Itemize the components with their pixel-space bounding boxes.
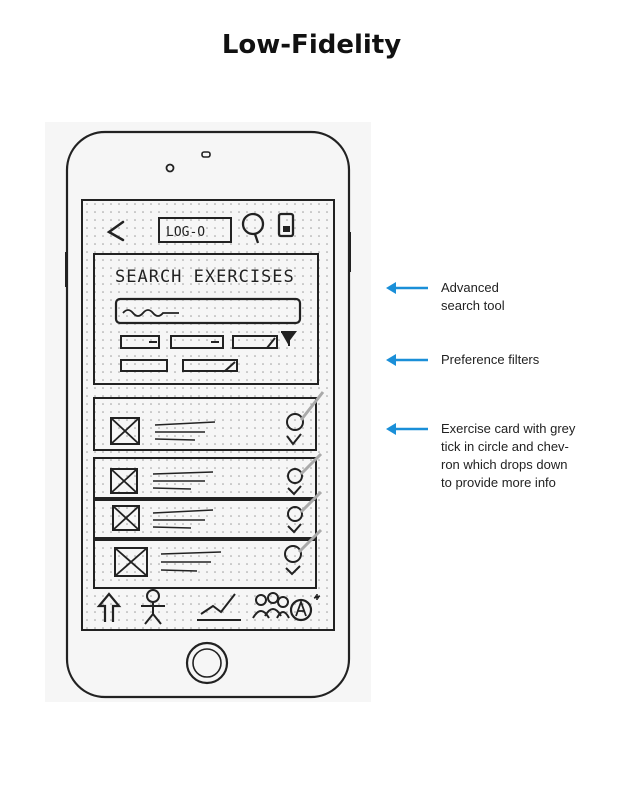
tick-circle-icon [286, 413, 304, 431]
chevron-down-icon [285, 565, 301, 576]
tick-circle-icon [284, 545, 302, 563]
annotation-preference-filters: Preference filters [441, 352, 540, 367]
sketch-paper: LOG-O SEARCH EXERCISES [45, 122, 371, 702]
community-icon [255, 594, 267, 606]
exercise-card [93, 452, 323, 499]
logo-box [158, 217, 232, 243]
phone-sketch: LOG-O SEARCH EXERCISES [65, 130, 351, 699]
home-icon [96, 592, 122, 622]
arrow-left-icon [386, 423, 428, 435]
arrow-left-icon [386, 282, 428, 294]
profile-icon-body [141, 602, 165, 625]
filter-icon [281, 331, 297, 346]
back-arrow-icon [106, 220, 125, 242]
front-camera [165, 163, 175, 173]
search-icon [241, 212, 265, 236]
phone-outline [65, 130, 351, 699]
exercise-image [110, 468, 138, 494]
home-button [185, 641, 229, 685]
tick-circle-icon [287, 468, 303, 484]
filter-chip [120, 335, 160, 349]
save-icon-inner [283, 226, 290, 232]
exercise-card [93, 490, 323, 539]
filter-chip [232, 335, 278, 349]
exercise-image [112, 505, 140, 531]
progress-chart-icon [197, 593, 241, 621]
speaker [201, 151, 211, 158]
save-icon [277, 212, 295, 238]
filter-chip [170, 335, 224, 349]
exercise-image [110, 417, 140, 445]
chevron-down-icon [287, 485, 302, 496]
search-bar-sketch [114, 297, 302, 325]
arrow-left-icon [386, 354, 428, 366]
chevron-down-icon [287, 523, 302, 534]
exercise-image [114, 547, 148, 577]
exercise-card [93, 528, 323, 589]
search-bar-scribble [122, 309, 179, 317]
annotation-exercise-card: Exercise card with grey tick in circle a… [441, 421, 576, 490]
community-icon [267, 592, 279, 604]
tick-circle-icon [287, 506, 303, 522]
badge-star-icon [313, 594, 321, 600]
search-panel [93, 253, 319, 385]
page-title: Low-Fidelity [221, 30, 402, 60]
filter-chip [120, 359, 168, 372]
filter-chip [182, 359, 238, 372]
exercise-card [93, 391, 325, 451]
chevron-down-icon [286, 433, 302, 446]
logo-text: LOG-O [166, 225, 205, 240]
search-heading: SEARCH EXERCISES [115, 267, 295, 287]
filter-chip-mark [266, 337, 276, 349]
filter-chip-mark [224, 361, 236, 372]
community-icon [277, 596, 289, 608]
annotation-advanced-search: Advanced search tool [441, 280, 505, 313]
search-icon-handle [253, 233, 260, 244]
